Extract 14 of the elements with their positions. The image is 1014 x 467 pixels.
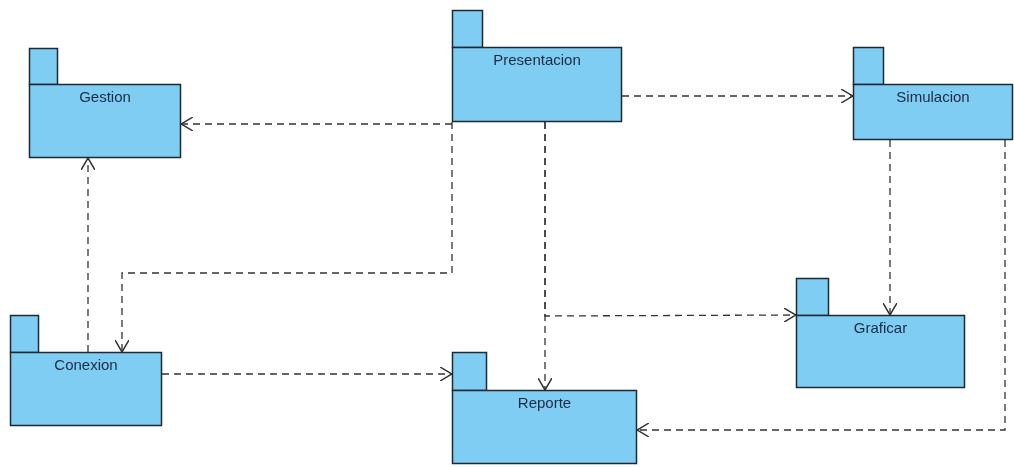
package-name: Simulacion [896, 88, 970, 105]
dependency-arrow [636, 139, 1006, 438]
package-name: Reporte [517, 394, 572, 411]
package-name: Graficar [853, 319, 908, 336]
dependency-arrow [161, 366, 453, 382]
dependency-arrow [114, 121, 453, 353]
package-name: Gestion [79, 88, 131, 105]
dependency-arrow [544, 121, 797, 323]
dependency-arrow [621, 88, 854, 104]
package-name: Conexion [54, 356, 118, 373]
dependency-arrow [180, 116, 453, 132]
dependency-arrow [80, 157, 96, 353]
package-name: Presentacion [493, 51, 581, 68]
dependency-arrow [882, 139, 898, 316]
